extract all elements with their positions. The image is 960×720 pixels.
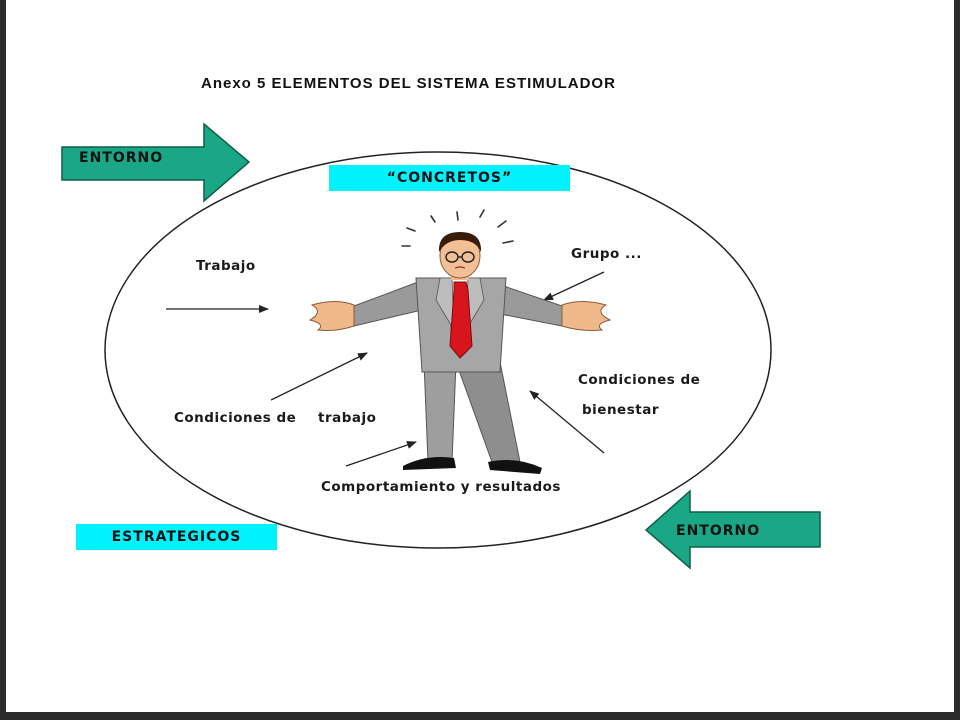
condiciones-trabajo-arrow: [270, 352, 368, 401]
label-grupo: Grupo ...: [571, 246, 642, 262]
label-comportamiento: Comportamiento y resultados: [321, 479, 561, 495]
entorno-label-bottom: ENTORNO: [676, 523, 761, 539]
slide: Anexo 5 ELEMENTOS DEL SISTEMA ESTIMULADO…: [6, 0, 954, 712]
comportamiento-arrow: [345, 441, 417, 467]
grupo-arrow: [543, 271, 605, 301]
concretos-box: “CONCRETOS”: [329, 165, 570, 191]
bienestar-arrow: [529, 390, 605, 454]
label-trabajo-2: trabajo: [318, 410, 377, 426]
entorno-arrow-top: [61, 122, 251, 203]
entorno-arrow-bottom: [644, 489, 821, 570]
page-title: Anexo 5 ELEMENTOS DEL SISTEMA ESTIMULADO…: [201, 75, 616, 92]
system-ellipse: [104, 151, 772, 549]
label-trabajo: Trabajo: [196, 258, 256, 274]
entorno-label-top: ENTORNO: [79, 150, 164, 166]
businessman-figure: [308, 209, 612, 474]
label-condiciones-de-2: Condiciones de: [578, 372, 701, 388]
diagram-canvas: [61, 122, 821, 570]
label-bienestar: bienestar: [582, 402, 659, 418]
estrategicos-box: ESTRATEGICOS: [76, 524, 277, 550]
label-condiciones-de: Condiciones de: [174, 410, 297, 426]
